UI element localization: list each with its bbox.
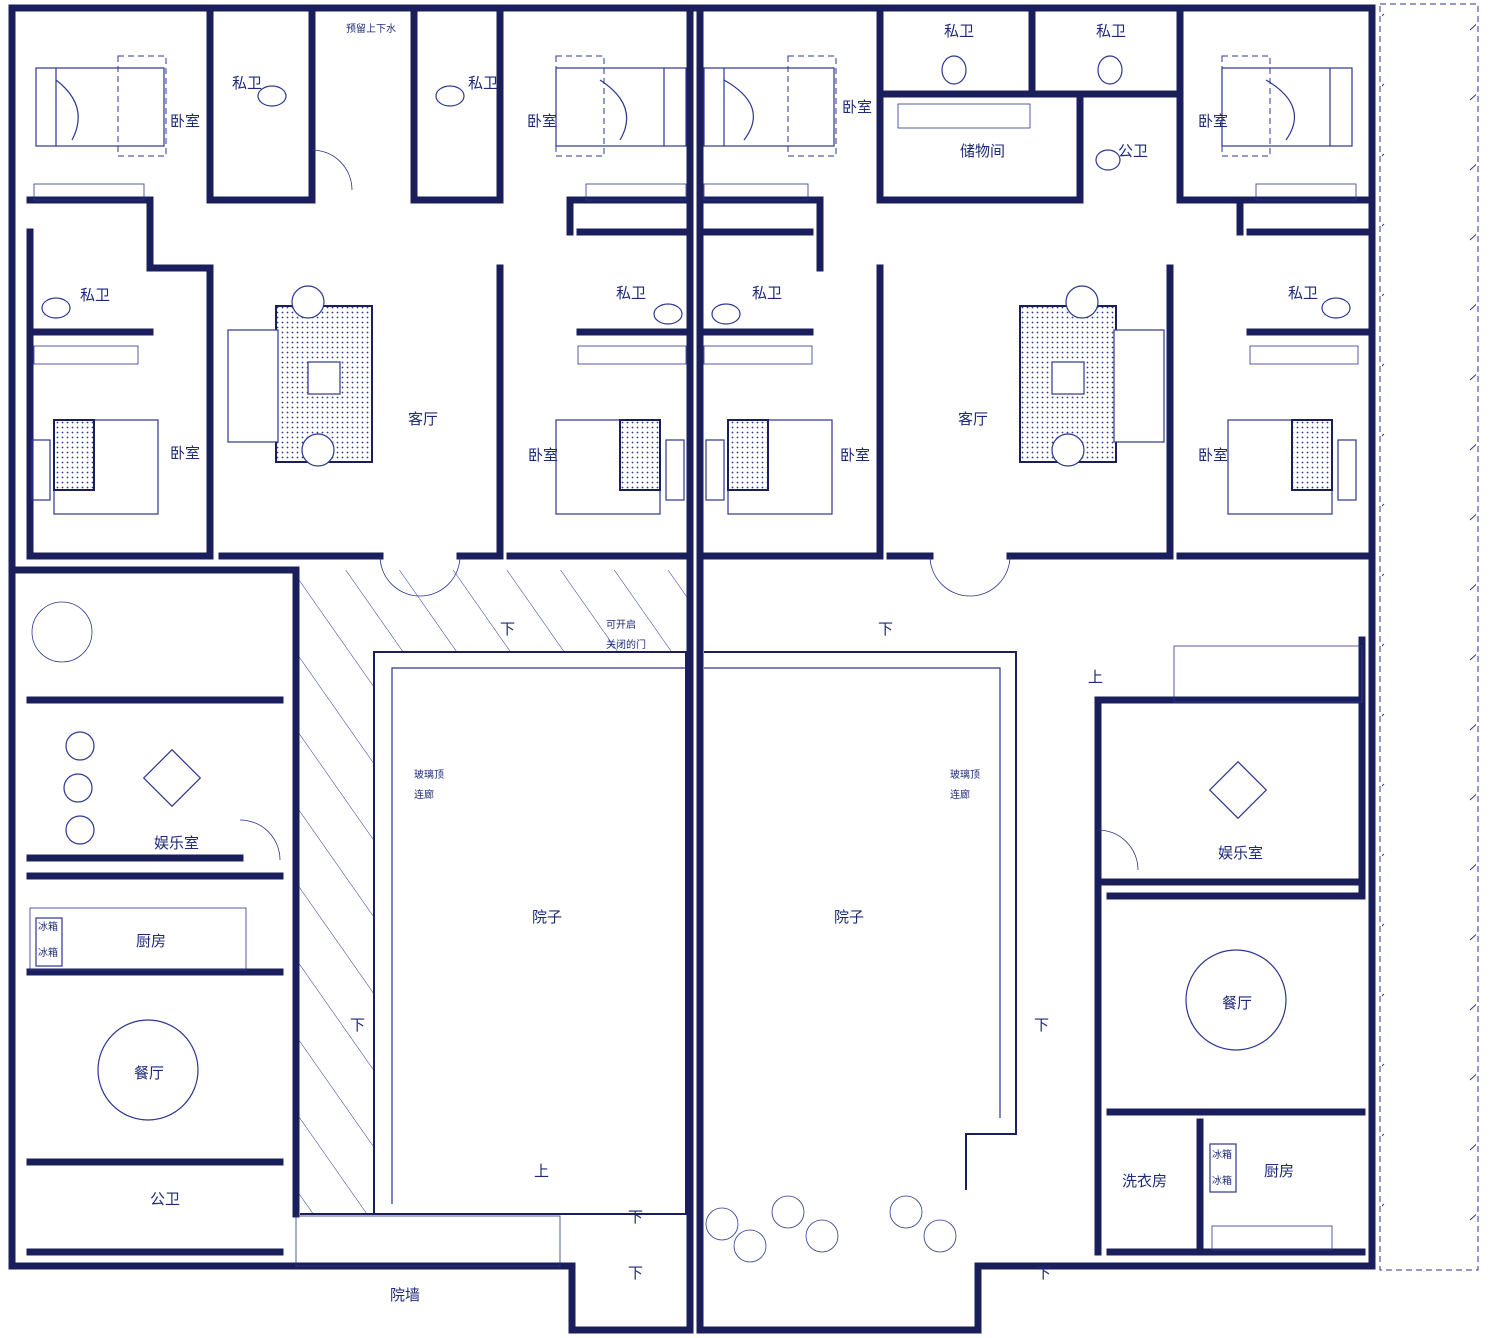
bed-top-right <box>1221 55 1357 201</box>
label-down-3: 下 <box>350 1016 365 1034</box>
label-bedroom-6: 卧室 <box>528 446 558 464</box>
label-private-bath-8: 私卫 <box>1288 284 1318 302</box>
label-public-bath-top: 公卫 <box>1118 142 1148 160</box>
label-dining-right: 餐厅 <box>1222 994 1252 1012</box>
label-entertainment-left: 娱乐室 <box>154 834 199 852</box>
label-glass-corridor-left-1: 玻璃顶 <box>414 768 444 781</box>
label-kitchen-left: 厨房 <box>136 932 166 950</box>
bath-fixtures <box>41 55 1351 325</box>
label-fridge-left-1: 冰箱 <box>38 920 58 933</box>
entertainment-right-furniture <box>1208 760 1268 820</box>
label-dining-left: 餐厅 <box>134 1064 164 1082</box>
label-bedroom-3: 卧室 <box>842 98 872 116</box>
label-down-4: 下 <box>1034 1016 1049 1034</box>
label-private-bath-3: 私卫 <box>944 22 974 40</box>
label-bedroom-2: 卧室 <box>527 112 557 130</box>
label-entertainment-right: 娱乐室 <box>1218 844 1263 862</box>
bed-mid-right <box>1227 345 1359 515</box>
courtyards <box>373 651 1017 1215</box>
label-up-1: 上 <box>534 1162 549 1180</box>
bed-mid-3 <box>703 345 833 515</box>
label-storage: 储物间 <box>960 142 1005 160</box>
left-wing-walls <box>8 566 300 1256</box>
label-fridge-right-1: 冰箱 <box>1212 1148 1232 1161</box>
label-living-left: 客厅 <box>408 410 438 428</box>
label-openable-door-1: 可开启 <box>606 618 636 631</box>
label-private-bath-7: 私卫 <box>752 284 782 302</box>
glass-corridor-hatch <box>296 8 1476 1266</box>
label-bedroom-4: 卧室 <box>1198 112 1228 130</box>
bed-mid-left <box>31 345 159 515</box>
label-bedroom-7: 卧室 <box>840 446 870 464</box>
label-bedroom-5: 卧室 <box>170 444 200 462</box>
bed-top-3 <box>703 55 837 201</box>
label-down-6: 下 <box>628 1264 643 1282</box>
label-courtyard-left: 院子 <box>532 908 562 926</box>
doors <box>239 149 1139 871</box>
label-down-2: 下 <box>878 620 893 638</box>
bed-top-left <box>33 55 167 201</box>
label-glass-corridor-left-2: 连廊 <box>414 788 434 801</box>
label-pipe-note: 预留上下水 <box>346 22 396 35</box>
label-courtyard-right: 院子 <box>834 908 864 926</box>
dining-right-table <box>1185 949 1287 1051</box>
label-private-bath-6: 私卫 <box>616 284 646 302</box>
label-glass-corridor-right-1: 玻璃顶 <box>950 768 980 781</box>
label-kitchen-right: 厨房 <box>1264 1162 1294 1180</box>
label-glass-corridor-right-2: 连廊 <box>950 788 970 801</box>
dining-left-table <box>97 1019 199 1121</box>
label-private-bath-5: 私卫 <box>80 286 110 304</box>
label-bedroom-1: 卧室 <box>170 112 200 130</box>
kitchen-fixtures <box>29 907 1333 1251</box>
label-private-bath-2: 私卫 <box>468 74 498 92</box>
right-wing-walls <box>1094 636 1366 1256</box>
label-openable-door-2: 关闭的门 <box>606 638 646 651</box>
label-courtyard-wall: 院墙 <box>390 1286 420 1304</box>
entertainment-left-furniture <box>63 731 202 845</box>
living-right-furniture <box>1019 285 1165 467</box>
label-fridge-left-2: 冰箱 <box>38 946 58 959</box>
label-down-1: 下 <box>500 620 515 638</box>
label-bedroom-8: 卧室 <box>1198 446 1228 464</box>
label-private-bath-4: 私卫 <box>1096 22 1126 40</box>
middle-room-walls <box>26 228 1376 560</box>
label-laundry: 洗衣房 <box>1122 1172 1167 1190</box>
label-down-5: 下 <box>628 1208 643 1226</box>
label-private-bath-1: 私卫 <box>232 74 262 92</box>
planters <box>31 601 957 1263</box>
bed-top-2 <box>555 55 687 201</box>
outer-walls <box>8 3 1479 1334</box>
bed-mid-2 <box>555 345 687 515</box>
label-fridge-right-2: 冰箱 <box>1212 1174 1232 1187</box>
stairs <box>295 645 1363 1267</box>
living-left-furniture <box>227 285 373 467</box>
label-living-right: 客厅 <box>958 410 988 428</box>
label-public-bath-bottom: 公卫 <box>150 1190 180 1208</box>
label-down-7: 下 <box>1036 1264 1051 1282</box>
room-labels: 卧室 卧室 卧室 卧室 卧室 卧室 卧室 卧室 私卫 私卫 私卫 私卫 私卫 私… <box>38 22 1318 1304</box>
label-up-2: 上 <box>1088 668 1103 686</box>
